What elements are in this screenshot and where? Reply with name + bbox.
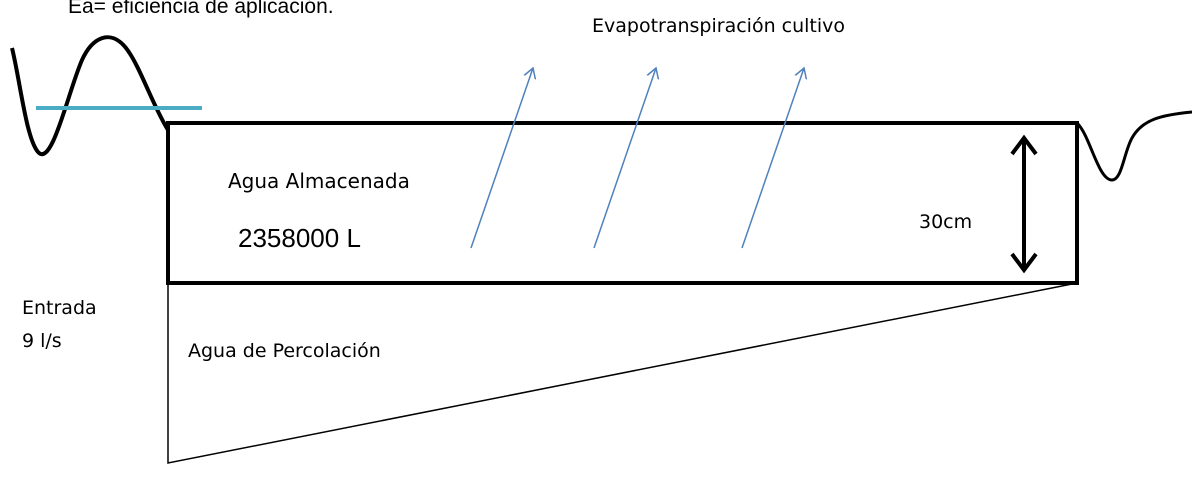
percolation-label: Agua de Percolación	[188, 340, 381, 362]
efficiency-note: Ea= eficiencia de aplicación.	[68, 0, 334, 18]
inflow-wave-icon	[10, 35, 170, 157]
evaporation-arrow-icon	[741, 68, 804, 249]
evapotranspiration-label: Evapotranspiración cultivo	[592, 15, 846, 37]
evaporation-arrow-icon	[593, 68, 656, 249]
depth-arrow-icon	[1010, 134, 1038, 274]
percolation-wedge	[167, 282, 1078, 464]
stored-water-label: Agua Almacenada	[228, 169, 410, 193]
inflow-label: Entrada	[22, 297, 97, 319]
depth-label: 30cm	[919, 211, 973, 233]
stored-volume-value: 2358000 L	[238, 223, 361, 253]
outflow-wave-icon	[1075, 110, 1192, 182]
stored-water-box	[166, 121, 1079, 285]
inflow-rate-value: 9 l/s	[22, 330, 62, 352]
evaporation-arrow-icon	[470, 68, 533, 249]
